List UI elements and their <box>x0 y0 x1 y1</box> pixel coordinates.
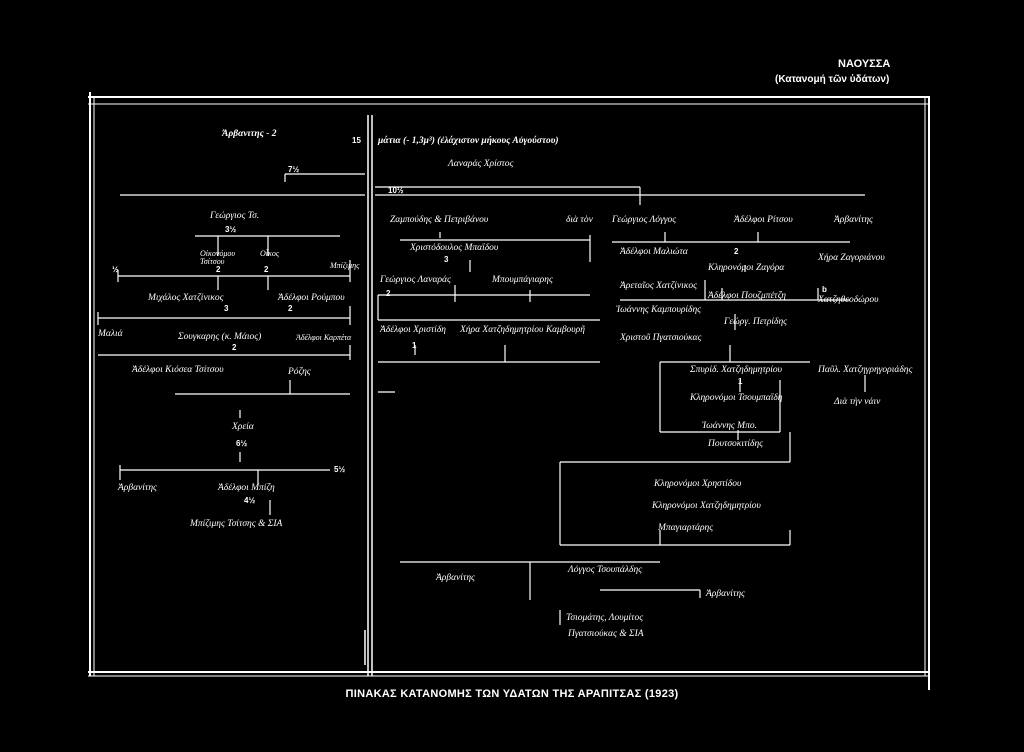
label-mpagiaros: Μπαγιαρτάρης <box>658 523 714 533</box>
label-georgios: Γεώργιος Τσ. <box>210 211 260 221</box>
label-klironomoi-zagora: Κληρονόμοι Ζαγόρα <box>708 263 785 273</box>
label-adelfoi-kiosea: Ἀδέλφοι Κιόσεα Τσίτσου <box>132 365 224 375</box>
label-mpoumpagiaris: Μπουμπάγιαρης <box>492 275 553 285</box>
share-1-right: 1 <box>738 377 743 386</box>
label-adelfoi-pouzmpetzi: Ἀδέλφοι Πουζμπέτζη <box>708 291 786 301</box>
share-2d: 2 <box>232 343 237 352</box>
label-arvanitis-top: Άρβανιτης - 2 <box>222 129 277 139</box>
label-dia-ton: διὰ τὸν <box>566 215 593 225</box>
share-4-half: 4½ <box>244 496 256 505</box>
label-adelfoi-karpeta: Ἀδέλφοι Καρπέτα <box>296 333 352 342</box>
label-adelfoi-mpizi: Ἀδέλφοι Μπίζη <box>218 483 275 493</box>
label-arvanitis-bottom-left: Ἀρβανίτης <box>436 573 475 583</box>
label-ioannis-kampouridis: Ἰωάννης Καμπουρίδης <box>616 305 702 315</box>
label-matia: μάτια (- 1,3μ³) (ἐλάχιστον μήκους Αὐγούσ… <box>378 136 559 146</box>
share-3: 3 <box>224 304 229 313</box>
share-6-half: 6½ <box>236 439 248 448</box>
caption: ΠΙΝΑΚΑΣ ΚΑΤΑΝΟΜΗΣ ΤΩΝ ΥΔΑΤΩΝ ΤΗΣ ΑΡΑΠΙΤΣ… <box>345 688 679 700</box>
share-half: ½ <box>112 265 119 274</box>
label-arvanitis-b: Ἀρβανίτης <box>118 483 157 493</box>
share-2b: 2 <box>264 265 269 274</box>
label-mpizimis: Μπίζιμης <box>330 261 360 270</box>
label-klironomoi-christidou: Κληρονόμοι Χρηστίδου <box>654 479 742 489</box>
share-3-half: 3½ <box>225 225 237 234</box>
label-xpeia: Χρεία <box>232 422 254 432</box>
share-15: 15 <box>352 136 361 145</box>
label-poutsokitidis: Πουτσοκιτίδης <box>708 439 764 449</box>
share-2-right: 2 <box>734 247 739 256</box>
label-arvanitis-right: Ἀρβανίτης <box>834 215 873 225</box>
label-tsiomatis: Τσιομάτης, Λουμίτος <box>566 613 644 623</box>
label-zaboudis: Ζαμπούδης & Πετριβάνου <box>390 215 489 225</box>
share-7-half: 7½ <box>288 165 300 174</box>
label-georgios-lanaras: Γεώργιος Λαναράς <box>380 275 451 285</box>
label-adelfoi-christidi: Ἀδέλφοι Χριστίδη <box>380 325 446 335</box>
title: ΝΑΟΥΣΣΑ <box>838 58 891 70</box>
label-georg-petridis: Γεώργ. Πετρίδης <box>724 317 788 327</box>
label-adelfoi-poumpou: Ἀδέλφοι Ρούμπου <box>278 293 345 303</box>
label-dia-tin-nain: Διὰ τὴν νάιν <box>834 397 881 407</box>
subtitle: (Κατανομή τῶν ὑδάτων) <box>775 74 890 85</box>
share-2a: 2 <box>216 265 221 274</box>
label-rozis: Ρόζης <box>288 367 311 377</box>
label-klironomoi-xatz: Κληρονόμοι Χατζηδημητρίου <box>652 501 761 511</box>
label-oikos: Οἶκος <box>260 249 280 258</box>
label-michalos: Μιχάλος Χατζίνικος <box>148 293 224 303</box>
label-adelfoi-ritzou: Ἀδέλφοι Ρίτσου <box>734 215 793 225</box>
share-2-center: 2 <box>386 289 391 298</box>
label-xira: Χήρα Χατζηδημητρίου <box>460 325 544 335</box>
label-xatzitheodorou: Χατζηθεοδώρου <box>818 295 879 305</box>
label-kamvouri: Καμβουρῆ <box>546 325 585 335</box>
label-aretaios: Ἀρεταῖος Χατζίνικος <box>620 281 697 291</box>
label-logos-tsoupaldis: Λόγγος Τσουπάλδης <box>568 565 643 575</box>
label-sygrea: Σπυρίδ. Χατζηδημητρίου <box>690 365 783 375</box>
label-malia: Μαλιά <box>98 329 123 339</box>
label-lanaras: Λαναράς Χρίστος <box>448 159 514 169</box>
label-christodoulos: Χριστόδουλος Μπαΐδου <box>410 243 499 253</box>
label-mpizimis-tsitsis: Μπίζιμης Τσίτσης & ΣΙΑ <box>190 519 283 529</box>
label-klironomoi-tzoumpa: Κληρονόμοι Τσουμπαΐδη <box>690 393 783 403</box>
share-1-center: 1 <box>412 341 417 350</box>
share-3-center: 3 <box>444 255 449 264</box>
label-georgios-logos: Γεώργιος Λόγγος <box>612 215 677 225</box>
label-oikonomou-tsitsou: Οἰκονόμου Τσίτσου <box>200 249 236 266</box>
label-christou-pgataiouka: Χριστοῦ Πγατσιούκας <box>620 333 702 343</box>
label-arvanitis-bottom-right: Ἀρβανίτης <box>706 589 745 599</box>
share-10-half: 10½ <box>388 186 404 195</box>
label-sougkaris: Σουγκαρης (κ. Μάιος) <box>178 332 262 342</box>
label-paul-xatz: Παῦλ. Χατζηγρηγοριάδης <box>818 365 913 375</box>
share-2c: 2 <box>288 304 293 313</box>
label-xira-zagorianou: Χήρα Ζαγοριάνου <box>818 253 885 263</box>
mark-b: b <box>822 285 827 294</box>
label-adelfoi-maliota: Ἀδέλφοι Μαλιώτα <box>620 247 688 257</box>
label-pgaitsioukas: Πγατσιούκας & ΣΙΑ <box>568 629 644 639</box>
label-ioannis-mp: Ἰωάννης Μπο. <box>702 421 757 431</box>
share-5-half: 5½ <box>334 465 346 474</box>
